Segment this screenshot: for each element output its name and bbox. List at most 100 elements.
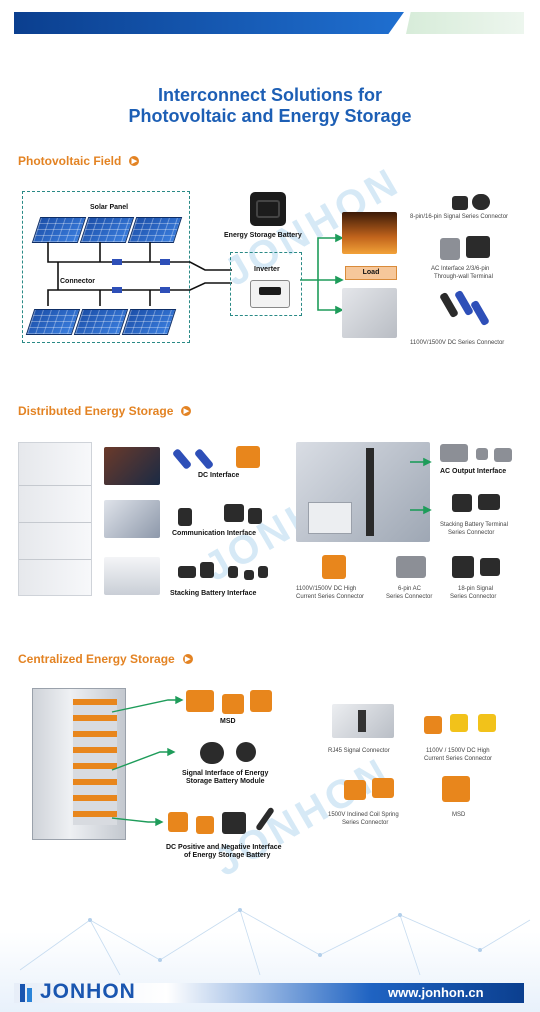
communication-interface-label: Communication Interface: [172, 530, 257, 537]
communication-interface-photo: [104, 500, 160, 538]
stacking-terminal-image: [478, 494, 500, 510]
pv-wiring: [47, 233, 344, 315]
msd-connector-image: [222, 694, 244, 714]
signal-interface-label-2: Storage Battery Module: [186, 778, 265, 785]
top-banner-green: [406, 12, 524, 34]
stacking-connector-image: [178, 566, 196, 578]
msd-connector-image: [250, 690, 272, 712]
rj45-caption: RJ45 Signal Connector: [328, 748, 390, 754]
arrow-right-icon: ▶: [181, 406, 192, 416]
solar-field-frame: [22, 191, 190, 343]
dist-caption-signal-1: 18-pin Signal: [458, 586, 494, 592]
stacking-connector-image: [200, 562, 214, 578]
pv-caption-dc: 1100V/1500V DC Series Connector: [410, 340, 505, 346]
msd-connector-image: [442, 776, 470, 802]
hv-caption-1: 1100V / 1500V DC High: [426, 748, 490, 754]
ac-output-image: [476, 448, 488, 460]
top-banner-blue: [14, 12, 404, 34]
battery-cabinet-image: [18, 442, 92, 596]
section-pv-title: Photovoltaic Field: [18, 154, 122, 168]
stacking-connector-image: [258, 566, 268, 578]
stacking-terminal-caption-2: Series Connector: [448, 530, 495, 536]
coil-spring-connector-image: [344, 780, 366, 800]
footer-website[interactable]: www.jonhon.cn: [388, 985, 484, 1000]
installed-system-photo: [296, 442, 430, 542]
section-centralized-heading: Centralized Energy Storage ▶: [18, 652, 193, 666]
page-title-line2: Photovoltaic and Energy Storage: [128, 106, 412, 126]
inverter-frame: [230, 252, 302, 316]
dc-interface-photo: [104, 447, 160, 485]
page-title-line1: Interconnect Solutions for: [157, 85, 382, 105]
storage-battery-image: [250, 192, 286, 226]
distributed-arrows: [410, 457, 432, 515]
centralized-arrows: [111, 695, 184, 827]
inverter-label: Inverter: [254, 266, 280, 273]
comm-connector-image: [178, 508, 192, 526]
through-wall-terminal-image: [466, 236, 490, 258]
section-distributed-title: Distributed Energy Storage: [18, 404, 174, 418]
coil-caption-1: 1500V Inclined Coil Spring: [328, 812, 399, 818]
street-light-photo: [342, 212, 397, 254]
stacking-battery-photo: [104, 557, 160, 595]
storage-battery-label: Energy Storage Battery: [224, 232, 302, 239]
section-centralized-title: Centralized Energy Storage: [18, 652, 175, 666]
signal-connector-image: [472, 194, 490, 210]
ac-output-image: [440, 444, 468, 462]
signal-18pin-connector-image: [452, 556, 474, 578]
coil-spring-connector-image: [372, 778, 394, 798]
dc-high-current-connector-image: [322, 555, 346, 579]
signal-interface-image: [236, 742, 256, 762]
connector-label: Connector: [60, 278, 95, 285]
section-pv-heading: Photovoltaic Field ▶: [18, 154, 140, 168]
ac-output-image: [494, 448, 512, 462]
inverter-image: [250, 280, 290, 308]
hv-caption-2: Current Series Connector: [424, 756, 493, 762]
appliances-photo: [342, 288, 397, 338]
dc-orange-connector-image: [236, 446, 260, 468]
ac-6pin-connector-image: [396, 556, 426, 578]
hv-connector-image: [424, 716, 442, 734]
dist-caption-dc-2: Current Series Connector: [296, 594, 365, 600]
dc-interface-label: DC Interface: [198, 472, 240, 479]
arrow-right-icon: ▶: [129, 156, 140, 166]
stacking-connector-image: [244, 570, 254, 580]
pv-caption-signal: 8-pin/16-pin Signal Series Connector: [410, 214, 509, 220]
solar-panel-label: Solar Panel: [90, 204, 129, 211]
jonhon-logo-icon: [20, 984, 32, 1002]
stacking-connector-image: [228, 566, 238, 578]
footer-bar: [14, 983, 524, 1003]
ac-interface-image: [440, 238, 460, 260]
signal-interface-image: [200, 742, 224, 764]
stacking-terminal-image: [452, 494, 472, 512]
msd-caption: MSD: [452, 812, 466, 818]
top-banner: [14, 12, 524, 34]
rj45-connector-image: [332, 704, 394, 738]
load-box: Load: [345, 266, 397, 280]
signal-18pin-connector-image: [480, 558, 500, 576]
hv-connector-image: [450, 714, 468, 732]
arrow-right-icon: ▶: [182, 654, 193, 664]
dc-pn-label-1: DC Positive and Negative Interface: [166, 844, 282, 851]
dist-caption-dc-1: 1100V/1500V DC High: [296, 586, 357, 592]
stacking-terminal-caption-1: Stacking Battery Terminal: [440, 522, 508, 528]
section-distributed-heading: Distributed Energy Storage ▶: [18, 404, 192, 418]
coil-caption-2: Series Connector: [342, 820, 389, 826]
dc-pn-connector-image: [168, 812, 188, 832]
dc-pn-label-2: of Energy Storage Battery: [184, 852, 271, 859]
pv-caption-ac-2: Through-wall Terminal: [434, 274, 493, 280]
ac-output-interface-label: AC Output Interface: [440, 468, 507, 475]
signal-interface-label-1: Signal Interface of Energy: [182, 770, 269, 777]
msd-label: MSD: [220, 718, 236, 725]
dc-pn-connector-image: [222, 812, 246, 834]
msd-connector-image: [186, 690, 214, 712]
pv-caption-ac-1: AC Interface 2/3/6-pin: [431, 266, 490, 272]
comm-connector-image: [224, 504, 244, 522]
dist-caption-ac-1: 6-pin AC: [398, 586, 422, 592]
dist-caption-signal-2: Series Connector: [450, 594, 497, 600]
stacking-battery-interface-label: Stacking Battery Interface: [170, 590, 257, 597]
footer-brand: JONHON: [40, 980, 136, 1003]
load-label: Load: [362, 269, 380, 276]
battery-rack-image: [32, 688, 126, 840]
dc-pn-connector-image: [196, 816, 214, 834]
dist-caption-ac-2: Series Connector: [386, 594, 433, 600]
